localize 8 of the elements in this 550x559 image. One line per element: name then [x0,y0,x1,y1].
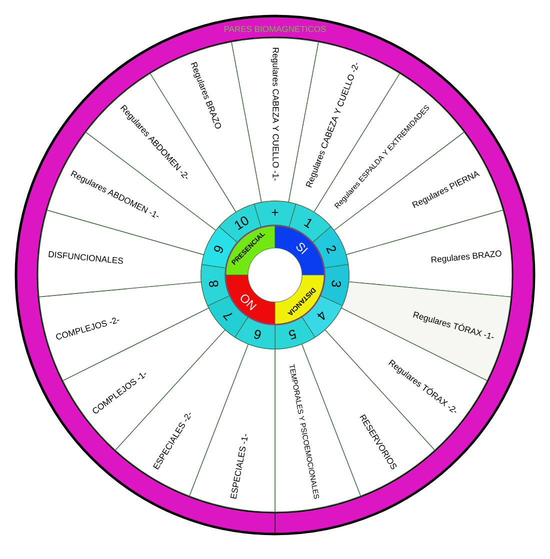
number-cell: 6 [234,316,276,350]
number-cell: 3 [320,264,350,306]
wheel-sector: Regulares BRAZO [346,210,512,298]
number-cell: + [254,200,296,228]
number-cell: 2 [312,226,349,268]
number-cell: 1 [288,204,332,243]
number-cell: 8 [200,264,230,306]
number-cell: 5 [274,316,316,350]
